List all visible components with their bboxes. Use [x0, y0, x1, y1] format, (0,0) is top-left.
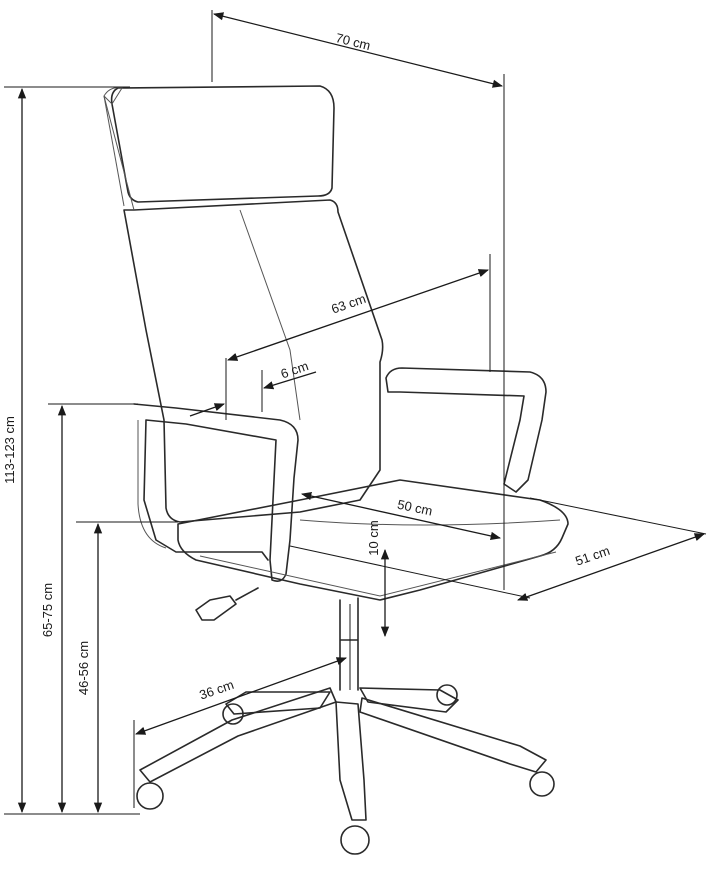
label-overall-width: 70 cm	[334, 30, 372, 53]
label-base-radius: 36 cm	[197, 677, 235, 703]
gas-lift	[339, 597, 359, 691]
right-armrest	[385, 367, 547, 493]
star-base	[139, 687, 547, 821]
dim-backrest-height: 63 cm	[225, 254, 491, 420]
tilt-lever	[195, 587, 259, 621]
label-armrest-width: 6 cm	[279, 358, 311, 381]
dim-seat-height: 46-56 cm	[76, 521, 178, 814]
dim-base-radius: 36 cm	[133, 604, 351, 808]
dim-armrest-height: 65-75 cm	[40, 403, 138, 814]
dim-seat-depth: 50 cm	[300, 491, 502, 541]
label-overall-height: 113-123 cm	[2, 416, 17, 484]
dim-overall-height: 113-123 cm	[2, 86, 140, 815]
label-armrest-height: 65-75 cm	[40, 583, 55, 637]
label-seat-thickness: 10 cm	[366, 520, 381, 555]
label-seat-height: 46-56 cm	[76, 641, 91, 695]
label-seat-depth: 50 cm	[396, 497, 434, 519]
dim-armrest-width: 6 cm	[189, 358, 317, 417]
dim-seat-thickness: 10 cm	[366, 520, 390, 638]
label-seat-width: 51 cm	[573, 543, 611, 569]
dim-seat-width: 51 cm	[289, 497, 707, 601]
headrest	[110, 85, 335, 203]
left-armrest	[133, 403, 299, 582]
chair-illustration	[103, 85, 569, 855]
label-backrest-height: 63 cm	[329, 291, 367, 317]
